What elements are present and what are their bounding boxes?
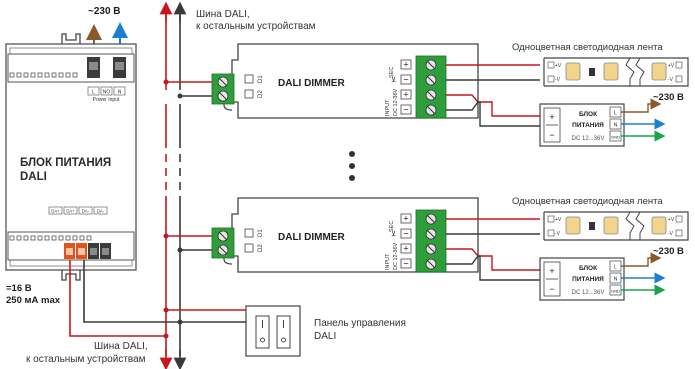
led-strip-2-label: Одноцветная светодиодная лента	[512, 196, 663, 207]
svg-text:+: +	[549, 266, 554, 276]
psu2-mains-label: ~230 В	[653, 246, 684, 257]
led-strip-2: +V -V +V -V	[543, 211, 689, 241]
svg-text:+: +	[403, 90, 408, 100]
strip2-plus-left: +V	[555, 217, 562, 223]
svg-text:+: +	[549, 112, 554, 122]
psu-term-da2: DA+	[66, 209, 75, 214]
psu-term-L: L	[92, 90, 95, 96]
dali-power-supply: L NO N Power Input БЛОК ПИТАНИЯ DALI DA+…	[5, 22, 137, 281]
din-clip	[61, 33, 81, 44]
dali-bus-lines	[69, 1, 246, 369]
psu2-dc-label: DC 12...36V	[572, 290, 605, 296]
psu2-term-GND: GND	[611, 289, 620, 294]
dimmer1-led-symbol: ⊻	[391, 76, 396, 84]
strip2-minus-left: -V	[555, 231, 561, 237]
psu-term-da3: DA-	[82, 209, 90, 214]
dimmer1-d1-label: D1	[258, 75, 264, 83]
svg-text:−: −	[549, 284, 554, 294]
psu2-title-line1: БЛОК	[579, 265, 597, 272]
psu-term-da4: DA-	[97, 209, 105, 214]
strip1-plus-left: +V	[555, 63, 562, 69]
mains-label: ~230 В	[88, 6, 121, 17]
psu-term-N: N	[118, 90, 122, 96]
dimmer2-dc-label: DC 12-36V	[393, 242, 399, 270]
svg-text:+: +	[403, 244, 408, 254]
strip2-minus-right: -V	[668, 231, 674, 237]
bus-bottom-label-line2: к остальным устройствам	[26, 354, 146, 365]
psu2-title-line2: ПИТАНИЯ	[572, 276, 604, 283]
psu1-dc-label: DC 12...36V	[572, 136, 605, 142]
psu-output-current: 250 мА max	[6, 295, 61, 306]
dali-dimmer-1: D1 D2 DALI DIMMER + − + − SEC ⊻ INPUT DC…	[211, 43, 540, 127]
bus-bottom-label-line1: Шина DALI,	[94, 341, 148, 352]
svg-text:−: −	[403, 229, 408, 239]
strip2-plus-right: +V	[668, 217, 675, 223]
psu1-mains-label: ~230 В	[653, 92, 684, 103]
dimmer2-led-symbol: ⊻	[391, 230, 396, 238]
svg-text:−: −	[403, 75, 408, 85]
psu-title-line2: DALI	[20, 171, 47, 183]
bus-top-label-line1: Шина DALI,	[196, 9, 250, 20]
psu-unit-2: + − БЛОК ПИТАНИЯ DC 12...36V L N GND	[539, 252, 666, 301]
dali-dimmer-2: D1 D2 DALI DIMMER + − + − SEC ⊻ INPUT DC…	[211, 197, 540, 281]
psu1-title-line2: ПИТАНИЯ	[572, 122, 604, 129]
psu1-title-line1: БЛОК	[579, 111, 597, 118]
led-strip-1-label: Одноцветная светодиодная лента	[512, 42, 663, 53]
dimmer1-title: DALI DIMMER	[278, 78, 345, 89]
dimmer2-sec-label: SEC	[389, 221, 395, 232]
dali-control-panel	[245, 305, 301, 357]
control-panel-label-line1: Панель управления	[314, 318, 406, 329]
psu-top-vents	[9, 72, 78, 78]
strip1-plus-right: +V	[668, 63, 675, 69]
psu-output-voltage: =16 В	[6, 283, 32, 294]
psu1-term-L: L	[614, 111, 617, 117]
strip1-minus-right: -V	[668, 77, 674, 83]
psu-term-NO: NO	[103, 90, 111, 96]
strip1-minus-left: -V	[555, 77, 561, 83]
psu1-term-GND: GND	[611, 135, 620, 140]
more-devices-dots	[349, 151, 355, 181]
svg-text:+: +	[403, 214, 408, 224]
psu2-term-L: L	[614, 265, 617, 271]
power-input-label: Power Input	[93, 97, 120, 103]
led-strip-1: +V -V +V -V	[543, 57, 689, 87]
svg-text:−: −	[403, 259, 408, 269]
psu-term-da1: DA+	[51, 209, 60, 214]
psu1-term-N: N	[614, 123, 618, 129]
svg-text:+: +	[403, 60, 408, 70]
dimmer1-dc-label: DC 12-36V	[393, 88, 399, 116]
psu-unit-1: + − БЛОК ПИТАНИЯ DC 12...36V L N GND	[539, 98, 666, 147]
dimmer2-d1-label: D1	[258, 229, 264, 237]
dimmer2-d2-label: D2	[258, 244, 264, 252]
dimmer1-input-label: INPUT	[385, 99, 391, 116]
control-panel-label-line2: DALI	[314, 331, 337, 342]
psu-red-output-wire	[69, 260, 166, 337]
bus-top-label-line2: к остальным устройствам	[196, 21, 316, 32]
dimmer1-d2-label: D2	[258, 90, 264, 98]
psu2-term-N: N	[614, 277, 618, 283]
dimmer2-title: DALI DIMMER	[278, 232, 345, 243]
psu-title-line1: БЛОК ПИТАНИЯ	[20, 157, 111, 169]
dimmer2-input-label: INPUT	[385, 253, 391, 270]
svg-text:−: −	[403, 105, 408, 115]
dimmer1-sec-label: SEC	[389, 67, 395, 78]
psu-dark-output-wire	[83, 260, 180, 323]
svg-text:−: −	[549, 130, 554, 140]
